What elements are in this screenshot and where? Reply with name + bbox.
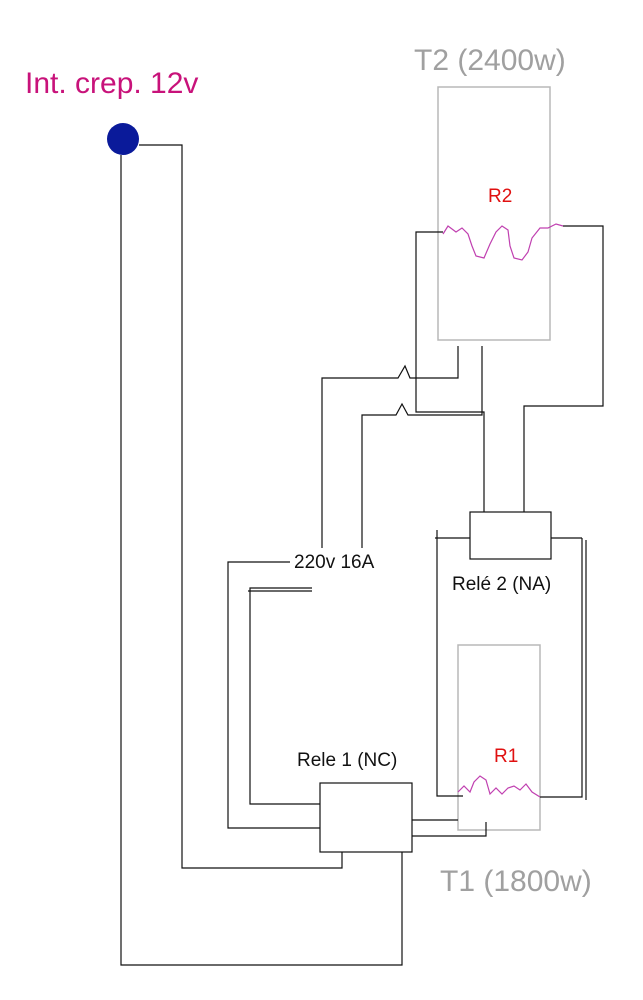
tank-t2-outline — [437, 86, 551, 341]
wire-supply-2 — [249, 587, 320, 805]
supply-label: 220v 16A — [294, 552, 375, 573]
wire-supply-up-b — [361, 346, 483, 548]
relay-2-label: Relé 2 (NA) — [452, 574, 551, 595]
twilight-switch-dot — [107, 123, 139, 155]
relay-1-label: Rele 1 (NC) — [297, 750, 397, 771]
resistor-r2-label: R2 — [488, 186, 512, 207]
wire-r2-right — [523, 225, 604, 512]
wire-supply-1 — [227, 561, 320, 829]
wire-r2-left — [415, 231, 485, 512]
tank-t2-label: T2 (2400w) — [414, 44, 566, 77]
relay-2-box — [469, 511, 552, 560]
wire-switch-a — [139, 144, 343, 869]
wires — [120, 144, 604, 966]
resistor-r1-label: R1 — [494, 746, 518, 767]
resistor-r1-wave — [457, 775, 541, 798]
wire-switch-b — [120, 155, 403, 966]
wire-relay2-down-left — [436, 530, 463, 797]
wire-supply-up-a — [321, 346, 459, 548]
resistor-r2-wave — [442, 223, 564, 261]
relay-1-box — [319, 782, 413, 853]
wire-relay2-down-right — [540, 538, 583, 798]
title-label: Int. crep. 12v — [25, 67, 198, 100]
tank-t1-outline — [457, 644, 541, 831]
wire-relay1-r1-b — [412, 822, 487, 837]
tank-t1-label: T1 (1800w) — [440, 865, 592, 898]
